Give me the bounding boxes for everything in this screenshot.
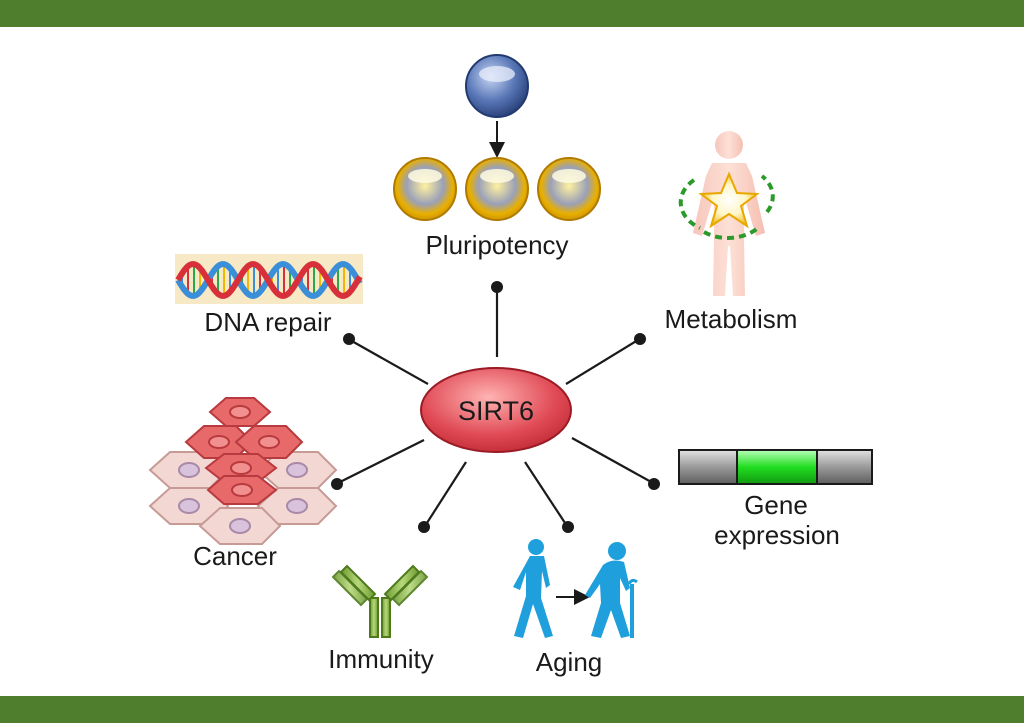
- connector-dna-repair: [349, 339, 429, 385]
- metabolism-node: Metabolism: [665, 131, 798, 334]
- cancer-node: Cancer: [148, 397, 338, 571]
- connector-dots: [331, 281, 660, 533]
- cancer-label: Cancer: [193, 541, 277, 571]
- dot-cancer: [331, 478, 343, 490]
- cancer-nuclei: [208, 405, 280, 497]
- dot-metabolism: [634, 333, 646, 345]
- top-band: [0, 0, 1024, 27]
- antibody-icon: [331, 564, 429, 638]
- connector-aging: [524, 461, 568, 527]
- dot-pluripotency: [491, 281, 503, 293]
- dot-immunity: [418, 521, 430, 533]
- pluripotency-node: Pluripotency: [393, 54, 601, 260]
- metabolism-label: Metabolism: [665, 304, 798, 334]
- sirt6-node: SIRT6: [420, 367, 572, 453]
- connector-metabolism: [565, 339, 639, 385]
- progenitor-cell-icon: [393, 157, 601, 221]
- dot-aging: [562, 521, 574, 533]
- aging-node: Aging: [513, 539, 638, 677]
- immunity-label: Immunity: [328, 644, 433, 674]
- walking-person-icon: [513, 539, 553, 638]
- cancer-cells: [184, 397, 304, 505]
- immunity-node: Immunity: [328, 564, 434, 674]
- star-icon: [698, 171, 760, 229]
- gene-expression-label-line2: expression: [714, 520, 840, 550]
- dna-helix-icon: [175, 254, 363, 304]
- sirt6-label: SIRT6: [458, 396, 534, 426]
- connector-gene-expression: [571, 437, 654, 484]
- normal-nuclei: [178, 462, 308, 534]
- connector-cancer: [337, 439, 425, 484]
- dna-repair-node: DNA repair: [175, 254, 363, 337]
- gene-bar-icon: [678, 449, 873, 485]
- stem-cell-icon: [465, 54, 529, 118]
- connector-immunity: [424, 461, 467, 527]
- metabolism-cycle-icon: [678, 174, 775, 240]
- aging-label: Aging: [536, 647, 603, 677]
- dna-repair-label: DNA repair: [204, 307, 331, 337]
- gene-expression-label-line1: Gene: [744, 490, 808, 520]
- cell-cluster-icon: [148, 397, 338, 545]
- dot-gene-expression: [648, 478, 660, 490]
- connector-lines: [337, 289, 654, 527]
- bottom-band: [0, 696, 1024, 723]
- gene-expression-node: Gene expression: [678, 449, 873, 550]
- dot-dna-repair: [343, 333, 355, 345]
- elderly-person-icon: [585, 542, 638, 638]
- pluripotency-label: Pluripotency: [425, 230, 568, 260]
